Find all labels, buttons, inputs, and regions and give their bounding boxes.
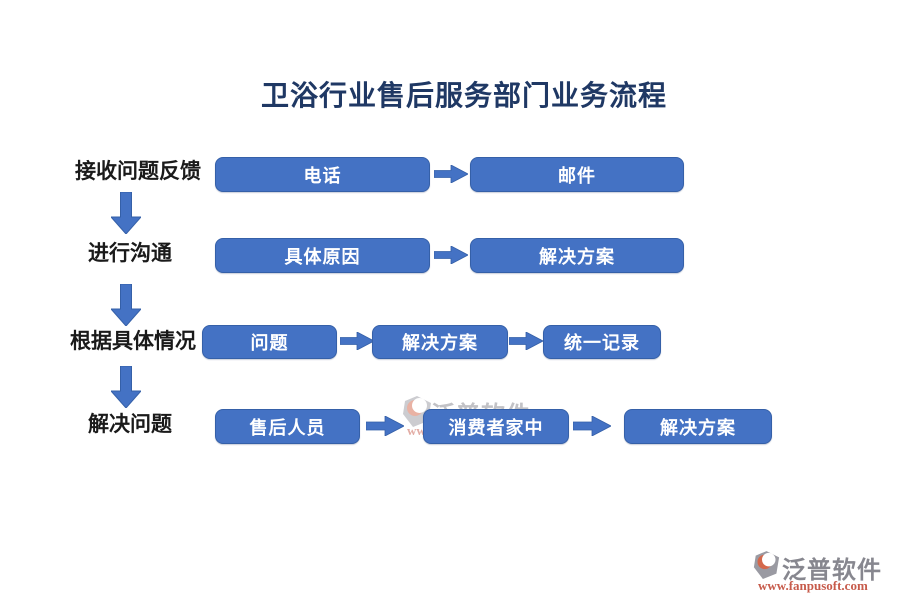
right-arrow-icon <box>434 165 468 183</box>
flow-box-specific-cause: 具体原因 <box>215 238 430 273</box>
down-arrow-icon <box>111 366 141 408</box>
step-label-by-situation: 根据具体情况 <box>70 330 196 353</box>
flow-box-problem: 问题 <box>202 325 337 359</box>
brand-gem-icon <box>753 551 780 579</box>
flow-box-solution: 解决方案 <box>470 238 684 273</box>
step-label-receive-feedback: 接收问题反馈 <box>75 160 201 183</box>
flow-box-phone: 电话 <box>215 157 430 192</box>
step-label-communicate: 进行沟通 <box>88 242 172 265</box>
brand-name: 泛普软件 <box>782 557 882 584</box>
right-arrow-icon <box>509 332 543 350</box>
footer-brand-logo: 泛普软件 www.fanpusoft.com <box>753 549 900 595</box>
brand-url: www.fanpusoft.com <box>758 578 868 593</box>
right-arrow-icon <box>340 332 374 350</box>
flow-box-aftersales-staff: 售后人员 <box>215 409 360 444</box>
down-arrow-icon <box>111 192 141 234</box>
down-arrow-icon <box>111 284 141 326</box>
flow-box-mail: 邮件 <box>470 157 684 192</box>
right-arrow-icon <box>434 246 468 264</box>
right-arrow-icon <box>366 416 404 436</box>
flow-box-consumer-home: 消费者家中 <box>423 409 569 444</box>
flow-box-unified-record: 统一记录 <box>543 325 661 359</box>
brand-gem-icon <box>403 396 431 427</box>
flow-box-solution: 解决方案 <box>624 409 772 444</box>
page-title: 卫浴行业售后服务部门业务流程 <box>260 80 667 111</box>
right-arrow-icon <box>573 416 611 436</box>
step-label-solve-problem: 解决问题 <box>88 413 172 436</box>
flow-box-solution: 解决方案 <box>372 325 508 359</box>
